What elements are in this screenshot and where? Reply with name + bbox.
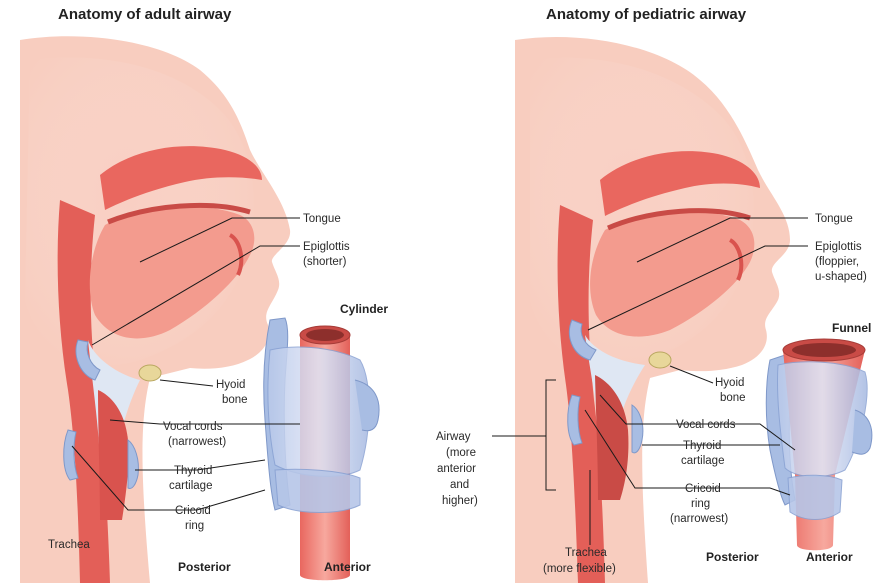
adult-label-cricoid-1: Cricoid bbox=[175, 505, 211, 517]
adult-label-posterior: Posterior bbox=[178, 560, 231, 574]
pediatric-label-airway-5: higher) bbox=[442, 495, 478, 507]
adult-label-vocal-1: Vocal cords bbox=[163, 421, 223, 433]
adult-hyoid-shape bbox=[139, 365, 161, 381]
adult-label-trachea: Trachea bbox=[48, 539, 90, 551]
pediatric-label-tongue: Tongue bbox=[815, 213, 853, 225]
pediatric-label-trachea-2: (more flexible) bbox=[543, 563, 616, 575]
pediatric-panel: Anatomy of pediatric airway bbox=[436, 6, 872, 583]
pediatric-label-anterior: Anterior bbox=[806, 550, 853, 564]
adult-label-epiglottis-note: (shorter) bbox=[303, 256, 347, 268]
pediatric-label-epiglottis-note-1: (floppier, bbox=[815, 256, 859, 268]
pediatric-title: Anatomy of pediatric airway bbox=[546, 6, 747, 23]
pediatric-funnel-model bbox=[766, 339, 872, 550]
pediatric-label-cricoid-2: ring bbox=[691, 498, 710, 510]
adult-cylinder-lumen bbox=[306, 329, 344, 341]
pediatric-label-thyroid-2: cartilage bbox=[681, 455, 724, 467]
adult-label-hyoid-1: Hyoid bbox=[216, 379, 245, 391]
pediatric-funnel-thyroid bbox=[777, 362, 867, 477]
adult-label-cricoid-2: ring bbox=[185, 520, 204, 532]
adult-label-tongue: Tongue bbox=[303, 213, 341, 225]
pediatric-funnel-lumen bbox=[792, 343, 856, 357]
pediatric-hyoid-shape bbox=[649, 352, 671, 368]
adult-panel: Anatomy of adult airway bbox=[20, 6, 388, 583]
adult-cylinder-thyroid bbox=[268, 347, 369, 476]
adult-label-anterior: Anterior bbox=[324, 560, 371, 574]
pediatric-label-vocal: Vocal cords bbox=[676, 419, 736, 431]
adult-cylinder-model bbox=[264, 318, 379, 580]
adult-label-thyroid-1: Thyroid bbox=[174, 465, 212, 477]
adult-title: Anatomy of adult airway bbox=[58, 6, 232, 23]
pediatric-label-airway-4: and bbox=[450, 479, 469, 491]
pediatric-label-posterior: Posterior bbox=[706, 550, 759, 564]
adult-label-vocal-2: (narrowest) bbox=[168, 436, 226, 448]
pediatric-funnel-cricoid bbox=[788, 475, 842, 519]
pediatric-label-hyoid-1: Hyoid bbox=[715, 377, 744, 389]
adult-label-epiglottis: Epiglottis bbox=[303, 241, 350, 253]
adult-label-thyroid-2: cartilage bbox=[169, 480, 212, 492]
pediatric-label-shape: Funnel bbox=[832, 321, 871, 335]
pediatric-label-cricoid-1: Cricoid bbox=[685, 483, 721, 495]
pediatric-label-thyroid-1: Thyroid bbox=[683, 440, 721, 452]
pediatric-label-epiglottis: Epiglottis bbox=[815, 241, 862, 253]
pediatric-label-trachea-1: Trachea bbox=[565, 547, 607, 559]
pediatric-label-airway-3: anterior bbox=[437, 463, 476, 475]
pediatric-label-cricoid-3: (narrowest) bbox=[670, 513, 728, 525]
pediatric-label-hyoid-2: bone bbox=[720, 392, 746, 404]
pediatric-label-airway-2: (more bbox=[446, 447, 476, 459]
adult-label-hyoid-2: bone bbox=[222, 394, 248, 406]
adult-label-shape: Cylinder bbox=[340, 302, 388, 316]
pediatric-label-epiglottis-note-2: u-shaped) bbox=[815, 271, 867, 283]
pediatric-label-airway-1: Airway bbox=[436, 431, 471, 443]
pediatric-funnel-front bbox=[852, 410, 872, 454]
adult-cylinder-cricoid bbox=[275, 469, 360, 512]
adult-hyoid-leader bbox=[160, 380, 213, 386]
